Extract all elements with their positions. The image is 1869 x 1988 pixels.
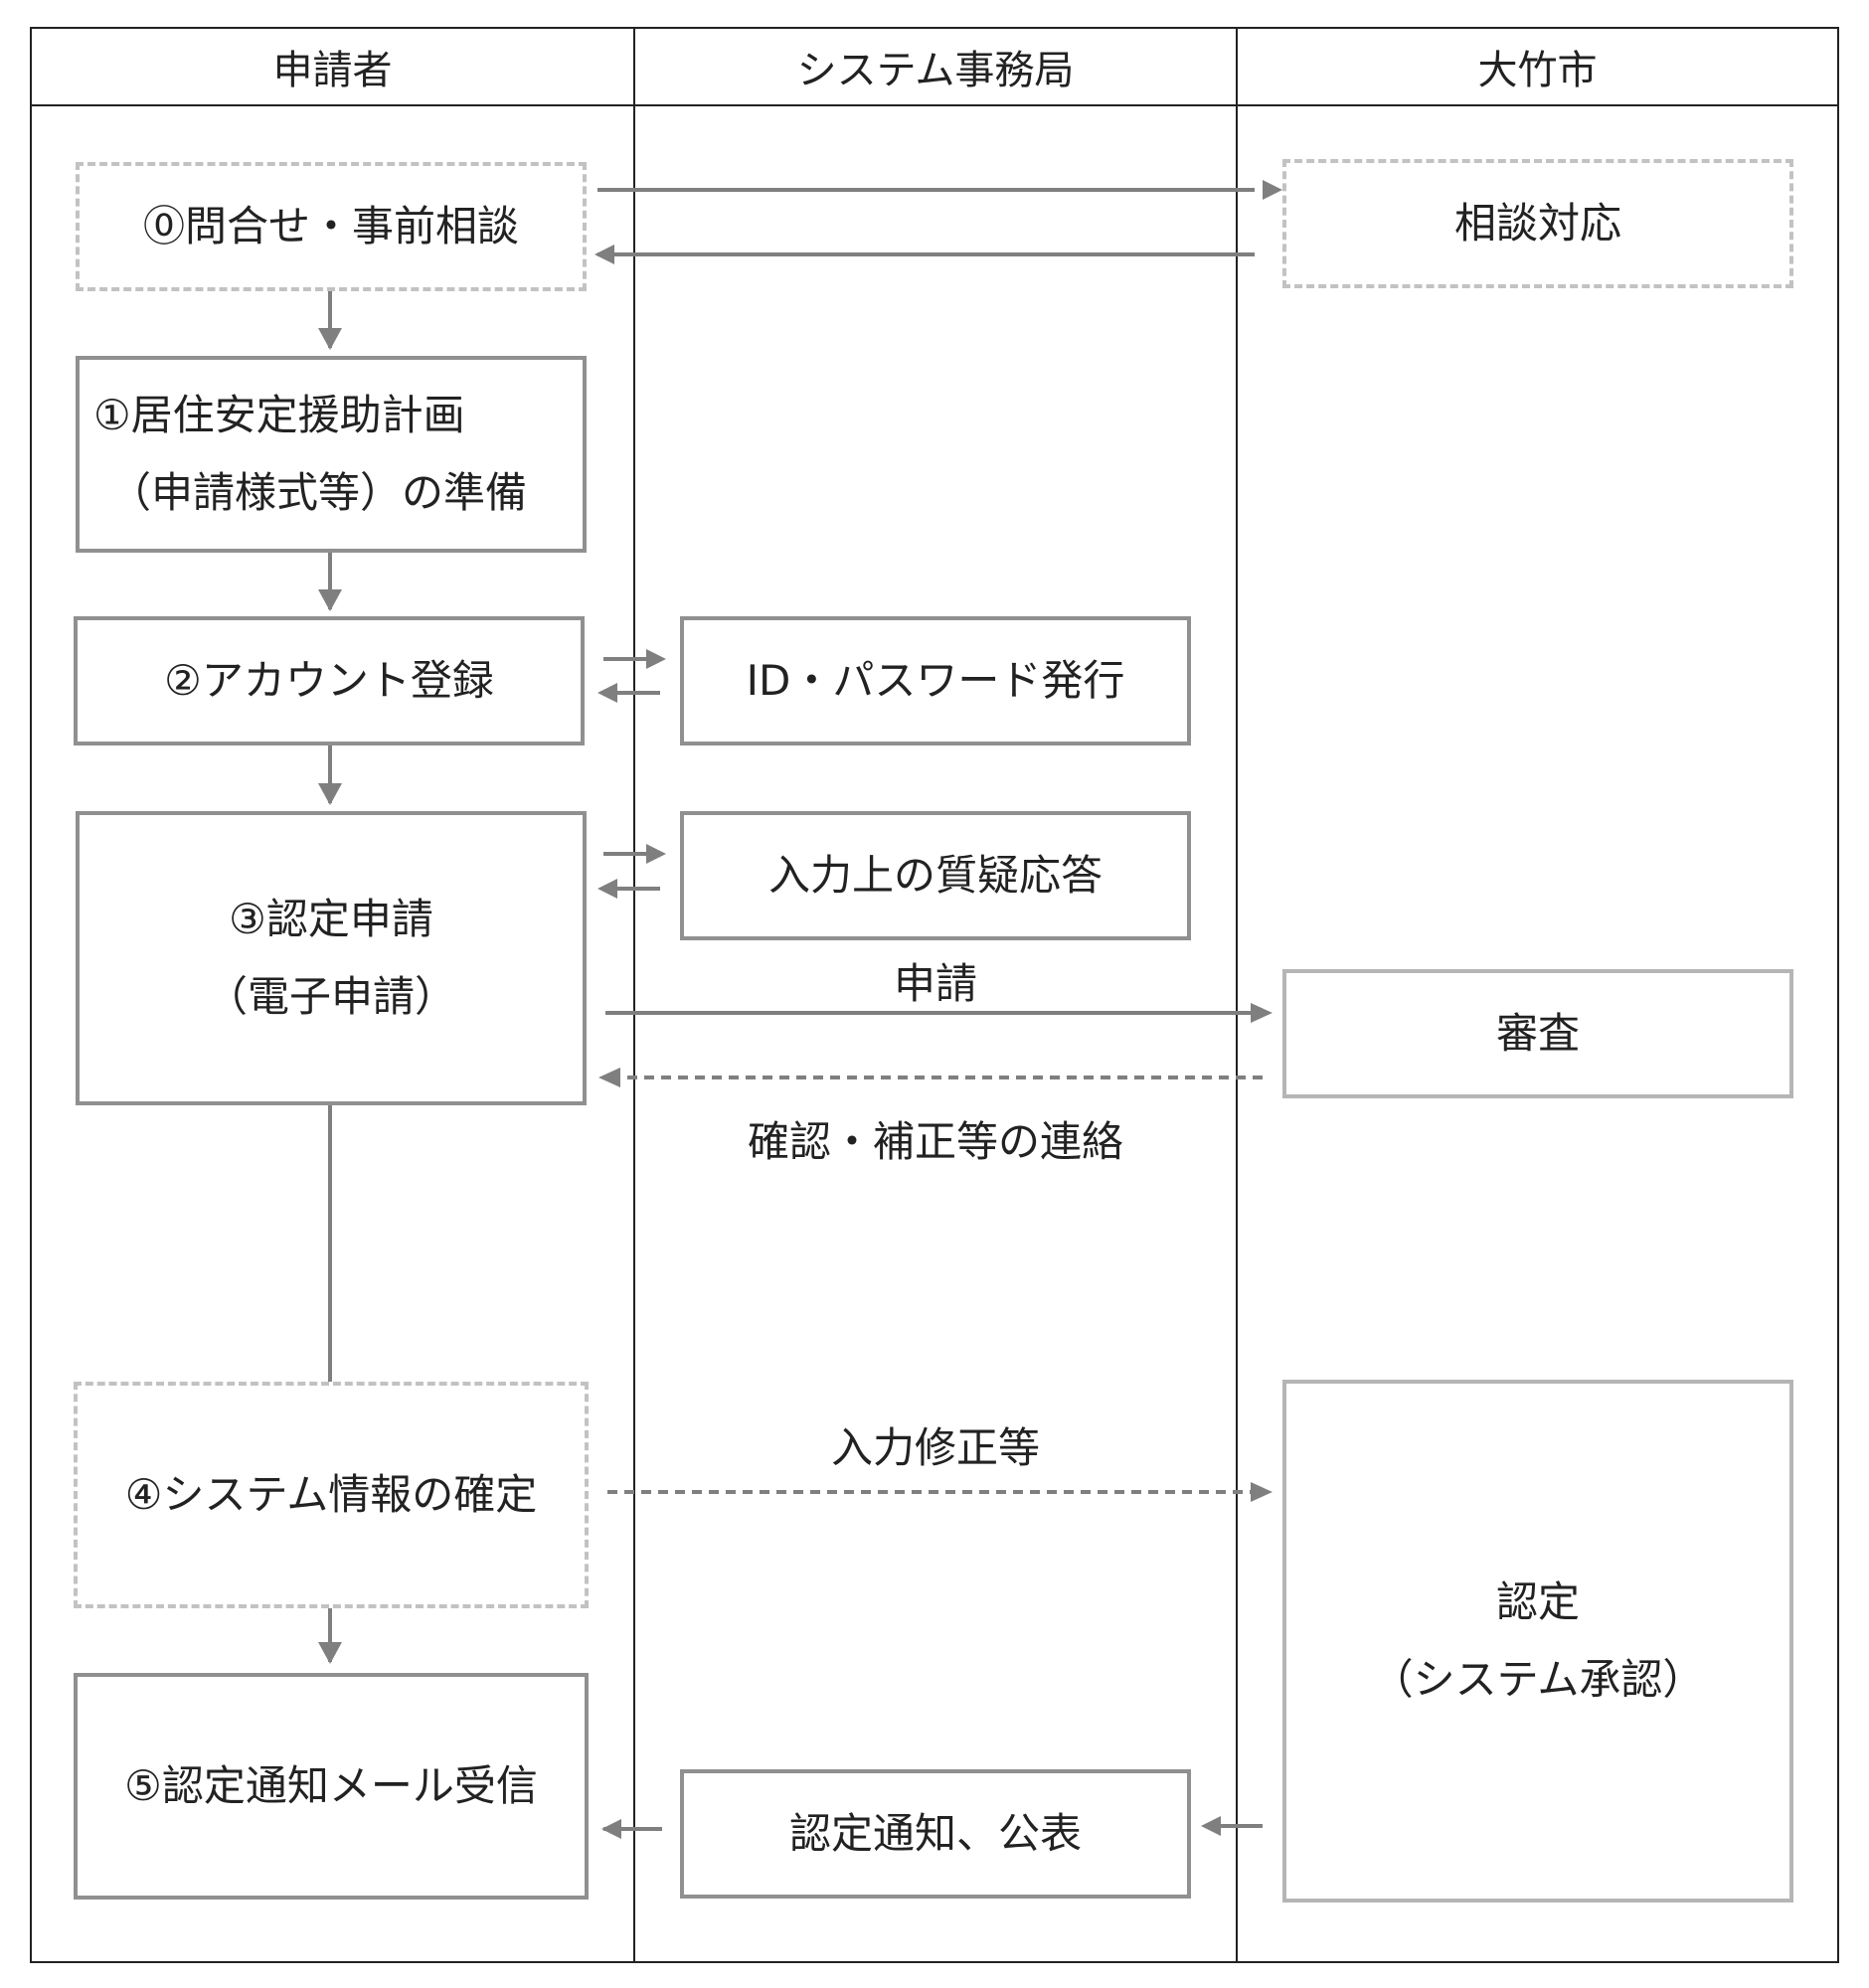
arrowhead xyxy=(1263,180,1282,200)
arrowhead xyxy=(1251,1482,1273,1502)
step3-label-line2: （電子申請） xyxy=(205,972,456,1021)
arrowhead xyxy=(597,879,617,899)
step5-mail-box: ⑤認定通知メール受信 xyxy=(74,1673,589,1900)
id-password-box: ID・パスワード発行 xyxy=(680,616,1191,746)
arrowhead xyxy=(598,1068,620,1087)
arrowhead xyxy=(1251,1003,1273,1023)
lane-header-secretariat: システム事務局 xyxy=(796,48,1075,93)
step1-label-line1: ①居住安定援助計画 xyxy=(93,391,465,439)
edge-label-apply: 申請 xyxy=(893,959,977,1008)
review-box: 審査 xyxy=(1282,969,1793,1098)
id-issue-label: ID・パスワード発行 xyxy=(746,656,1125,705)
edge-label-correction: 入力修正等 xyxy=(830,1423,1040,1472)
edge-label-contact: 確認・補正等の連絡 xyxy=(747,1117,1123,1166)
step0-label: ⓪問合せ・事前相談 xyxy=(142,202,519,250)
lane-divider-1 xyxy=(633,27,635,1963)
step1-label-line2: （申請様式等）の準備 xyxy=(109,468,528,517)
notify-label: 認定通知、公表 xyxy=(788,1809,1082,1858)
arrowhead xyxy=(318,328,342,350)
step0-inquiry-box: ⓪問合せ・事前相談 xyxy=(76,162,587,291)
lane-header-applicant: 申請者 xyxy=(272,48,393,93)
step2-label: ②アカウント登録 xyxy=(164,656,494,705)
notify-box: 認定通知、公表 xyxy=(680,1769,1191,1899)
lane-header-row xyxy=(30,27,1839,106)
step2-account-box: ②アカウント登録 xyxy=(74,616,585,746)
arrowhead xyxy=(646,844,666,864)
step5-label: ⑤認定通知メール受信 xyxy=(124,1761,538,1810)
step3-apply-box: ③認定申請 （電子申請） xyxy=(76,811,587,1105)
approval-label-line1: 認定 xyxy=(1495,1577,1580,1626)
qa-box: 入力上の質疑応答 xyxy=(680,811,1191,940)
arrowhead xyxy=(318,589,342,611)
approval-box: 認定 （システム承認） xyxy=(1282,1380,1793,1903)
lane-header-city: 大竹市 xyxy=(1477,48,1598,93)
consult-label: 相談対応 xyxy=(1453,199,1621,248)
step1-plan-box: ①居住安定援助計画 （申請様式等）の準備 xyxy=(76,356,587,553)
arrowhead xyxy=(318,783,342,805)
qa-label: 入力上の質疑応答 xyxy=(767,851,1103,900)
arrowhead xyxy=(601,1819,621,1839)
arrowhead xyxy=(597,683,617,703)
review-label: 審査 xyxy=(1495,1009,1580,1058)
lane-divider-2 xyxy=(1236,27,1238,1963)
arrowhead xyxy=(595,245,614,264)
arrowhead xyxy=(646,649,666,669)
step4-label: ④システム情報の確定 xyxy=(124,1470,538,1519)
approval-label-line2: （システム承認） xyxy=(1371,1655,1705,1704)
consult-response-box: 相談対応 xyxy=(1282,159,1793,288)
step4-confirm-box: ④システム情報の確定 xyxy=(74,1382,589,1608)
arrowhead xyxy=(1201,1816,1221,1836)
step3-label-line1: ③認定申請 xyxy=(229,895,433,943)
arrowhead xyxy=(318,1642,342,1664)
